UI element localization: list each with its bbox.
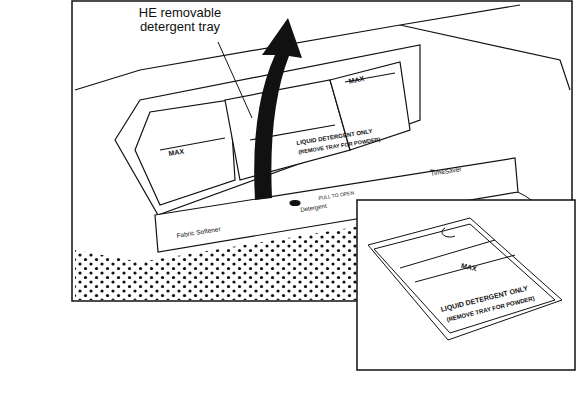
softener-cup <box>135 100 235 205</box>
inset-tray <box>368 218 562 340</box>
lift-arrow <box>254 18 302 200</box>
callout-label: HE removable detergent tray <box>120 6 240 35</box>
inset-frame <box>357 200 575 370</box>
tray <box>225 80 350 180</box>
leader-line <box>218 42 252 118</box>
